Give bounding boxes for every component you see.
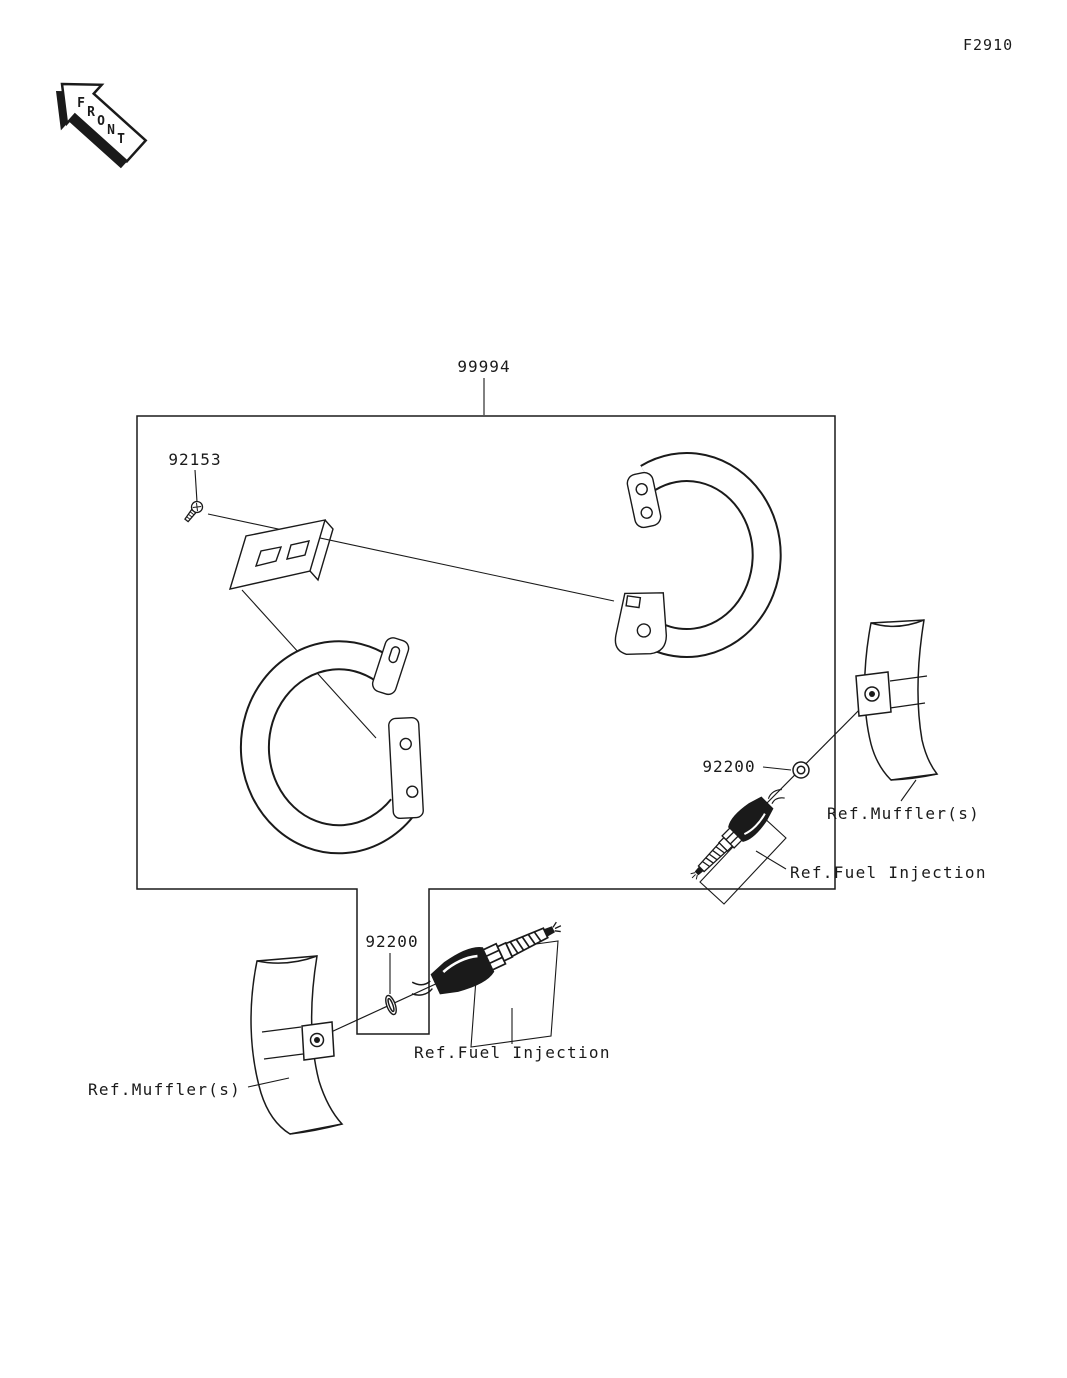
part-number-washer-upper: 92200 [702, 757, 755, 776]
front-letter-5: T [117, 132, 125, 147]
leader-fuel-upper [755, 850, 787, 870]
leader-muffler-upper [900, 779, 917, 802]
front-letter-2: R [87, 105, 95, 120]
front-letter-4: N [107, 123, 115, 138]
front-letter-1: F [77, 96, 85, 111]
leader-washer-upper [762, 766, 792, 771]
ref-muffler-lower: Ref.Muffler(s) [88, 1080, 241, 1099]
engine-guard-left [239, 637, 424, 855]
ref-fuel-injection-lower: Ref.Fuel Injection [414, 1043, 611, 1062]
leader-screw [194, 469, 198, 503]
part-number-screw: 92153 [168, 450, 221, 469]
muffler-section-left [250, 955, 344, 1135]
page-code: F2910 [963, 36, 1013, 54]
ref-fuel-injection-upper: Ref.Fuel Injection [790, 863, 987, 882]
muffler-section-right [855, 619, 939, 781]
ref-muffler-upper: Ref.Muffler(s) [827, 804, 980, 823]
fitting-axis-lines [317, 694, 875, 1039]
mounting-bracket-plate [228, 519, 334, 590]
screw-92153 [184, 500, 204, 523]
front-letter-3: O [97, 114, 105, 129]
detail-frames [470, 815, 787, 1048]
front-arrow-face [60, 82, 148, 164]
kit-boundary-box [136, 415, 836, 1035]
engine-guard-right [614, 452, 782, 658]
washer-upper [792, 761, 810, 779]
part-number-washer-lower: 92200 [365, 932, 418, 951]
washer-lower [385, 994, 397, 1016]
front-direction-arrow: F R O N T [56, 82, 148, 169]
callout-leader-lines [194, 378, 917, 1088]
part-number-kit: 99994 [457, 357, 510, 376]
leader-muffler-lower [247, 1077, 290, 1088]
